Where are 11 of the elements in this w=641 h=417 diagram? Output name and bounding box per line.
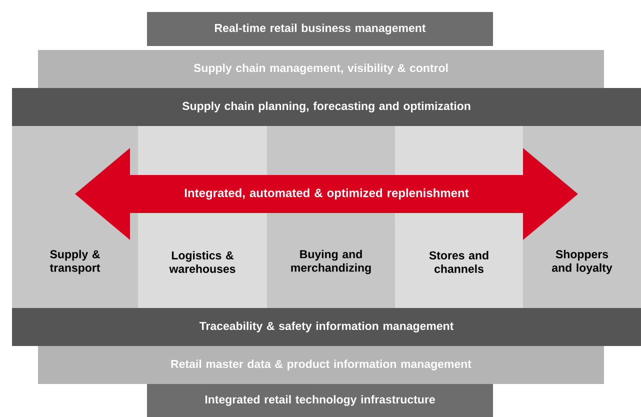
column-label: Stores and channels — [429, 251, 488, 273]
band: Real-time retail business management — [147, 12, 493, 46]
column-label: Logistics & warehouses — [169, 251, 236, 273]
band: Integrated retail technology infrastructure — [147, 384, 493, 417]
band: Supply chain management, visibility & control — [38, 50, 604, 88]
band: Traceability & safety information management — [12, 308, 641, 346]
band: Retail master data & product information management — [38, 346, 604, 384]
band: Supply chain planning, forecasting and optimization — [12, 88, 641, 126]
column-label: Supply & transport — [50, 250, 100, 274]
column-label: Shoppers and loyalty — [552, 250, 612, 274]
column-label: Buying and merchandizing — [291, 250, 371, 274]
